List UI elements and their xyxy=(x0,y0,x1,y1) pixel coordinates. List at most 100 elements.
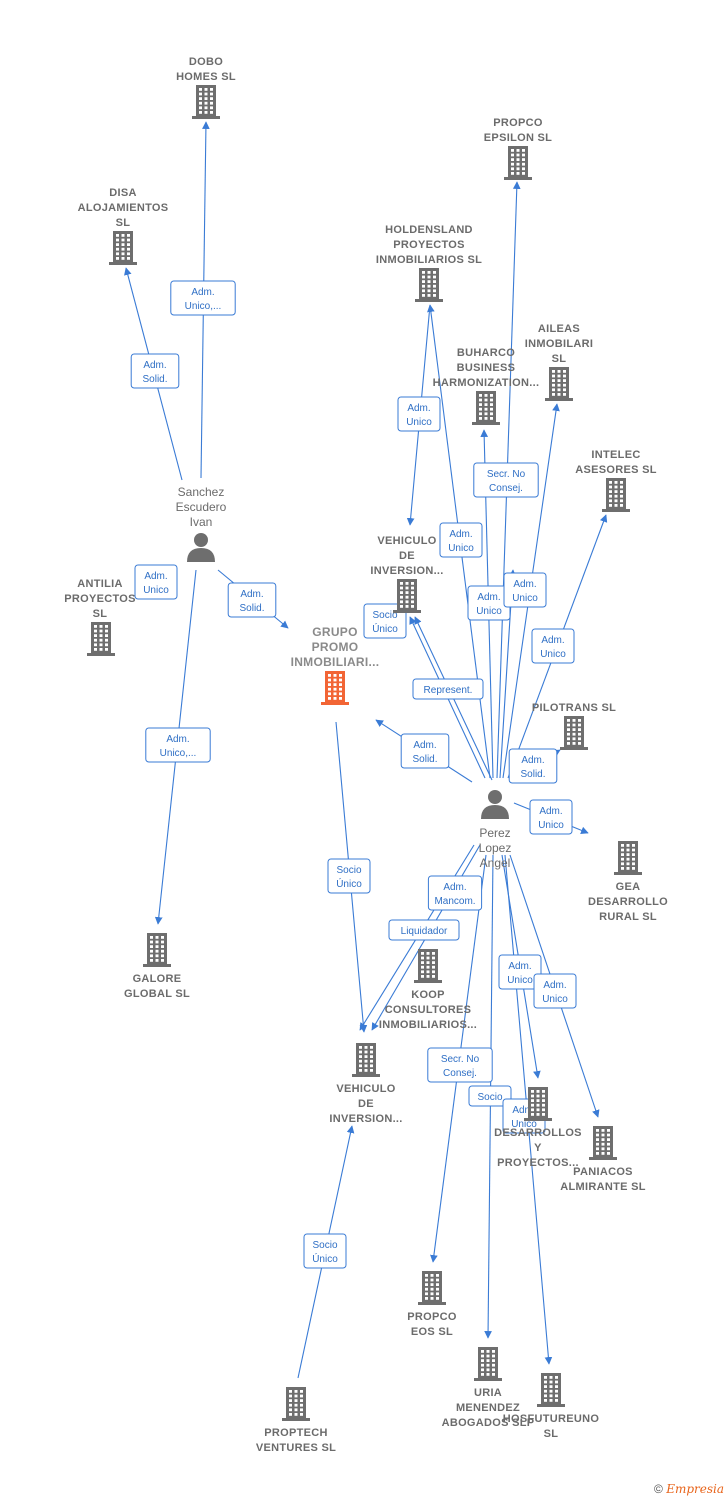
relation-label[interactable]: Adm.Solid. xyxy=(400,733,450,769)
company-node[interactable]: VEHICULODEINVERSION... xyxy=(370,535,443,613)
node-label: GALORE xyxy=(133,973,182,985)
node-label: VEHICULO xyxy=(377,535,436,547)
company-node[interactable]: VEHICULODEINVERSION... xyxy=(329,1043,402,1125)
relation-label[interactable]: Liquidador xyxy=(388,919,460,941)
relation-box xyxy=(533,973,577,1009)
company-node[interactable]: DESARROLLOSYPROYECTOS... xyxy=(494,1087,582,1169)
node-label: Ivan xyxy=(190,515,213,529)
company-node[interactable]: HOSFUTUREUNO SL xyxy=(503,1373,600,1440)
relation-label[interactable]: Adm.Mancom. xyxy=(427,875,483,911)
company-node[interactable]: PILOTRANS SL xyxy=(532,702,616,750)
node-label: CONSULTORES xyxy=(385,1004,472,1016)
relation-text: Unico,... xyxy=(160,748,197,759)
relation-text: Adm. xyxy=(407,403,430,414)
relation-text: Unico xyxy=(542,994,568,1005)
relation-box xyxy=(427,875,483,911)
node-label: PILOTRANS SL xyxy=(532,702,616,714)
relation-label[interactable]: Adm.Unico xyxy=(503,572,547,608)
node-label: AILEAS xyxy=(538,323,580,335)
node-label: HOSFUTUREUNO xyxy=(503,1413,600,1425)
node-label: GLOBAL SL xyxy=(124,988,190,1000)
relation-text: Secr. No xyxy=(441,1054,480,1065)
relation-label[interactable]: Adm.Unico,... xyxy=(170,280,236,316)
node-label: SL xyxy=(93,608,108,620)
building-icon xyxy=(472,391,500,425)
relation-labels-layer: Adm.Unico,...Adm.Solid.Adm.Solid.Adm.Uni… xyxy=(130,280,577,1269)
relation-text: Adm. xyxy=(191,287,214,298)
company-node[interactable]: BUHARCOBUSINESSHARMONIZATION... xyxy=(433,347,540,425)
relation-text: Adm. xyxy=(240,589,263,600)
relation-box xyxy=(227,582,277,618)
node-label: DESARROLLO xyxy=(588,896,668,908)
relation-text: Adm. xyxy=(513,579,536,590)
node-label: DOBO xyxy=(189,56,223,68)
building-icon xyxy=(418,1271,446,1305)
building-icon xyxy=(524,1087,552,1121)
relation-label[interactable]: Represent. xyxy=(412,678,484,700)
relation-box xyxy=(439,522,483,558)
relation-label[interactable]: Adm. Unico xyxy=(397,396,441,432)
company-node[interactable]: GALORE GLOBAL SL xyxy=(124,933,190,1000)
relation-label[interactable]: Adm.Unico xyxy=(531,628,575,664)
relation-label[interactable]: Adm. Solid. xyxy=(227,582,277,618)
relation-text: Unico xyxy=(511,1119,537,1130)
node-label: PROYECTOS xyxy=(64,593,136,605)
relation-label[interactable]: Adm.Solid. xyxy=(508,748,558,784)
building-icon xyxy=(143,933,171,967)
relation-text: Adm. xyxy=(443,882,466,893)
relation-box xyxy=(327,858,371,894)
relation-box xyxy=(134,564,178,600)
relation-text: Único xyxy=(336,877,362,890)
building-icon xyxy=(87,622,115,656)
relation-label[interactable]: Adm.Unico xyxy=(498,954,542,990)
relation-text: Único xyxy=(312,1252,338,1265)
relation-label[interactable]: Adm.Unico,... xyxy=(145,727,211,763)
relation-text: Adm. xyxy=(477,592,500,603)
node-label: HARMONIZATION... xyxy=(433,377,540,389)
relation-label[interactable]: Adm.Unico xyxy=(439,522,483,558)
relation-text: Solid. xyxy=(239,603,264,614)
relation-text: Consej. xyxy=(443,1068,477,1079)
node-label: PROMO xyxy=(312,640,359,654)
node-label: SL xyxy=(544,1428,559,1440)
relation-label[interactable]: Adm.Unico xyxy=(529,799,573,835)
company-node[interactable]: KOOPCONSULTORESINMOBILIARIOS... xyxy=(379,949,477,1031)
node-label: DESARROLLOS xyxy=(494,1127,582,1139)
relation-text: Adm. xyxy=(512,1105,535,1116)
node-label: Escudero xyxy=(176,500,227,514)
relation-label[interactable]: Adm.Unico xyxy=(467,585,511,621)
footer-brand[interactable]: © Empresia xyxy=(654,1482,724,1496)
main-company-node[interactable]: GRUPOPROMOINMOBILIARI... xyxy=(291,625,380,705)
node-label: Perez xyxy=(479,826,510,840)
company-node[interactable]: ANTILIA PROYECTOS SL xyxy=(64,578,136,656)
relation-label[interactable]: Socio xyxy=(468,1085,512,1107)
node-label: INMOBILIARIOS... xyxy=(379,1019,477,1031)
relation-label[interactable]: Adm.Unico xyxy=(533,973,577,1009)
relation-label[interactable]: Adm.Solid. xyxy=(130,353,180,389)
node-label: Lopez xyxy=(479,841,512,855)
relation-label[interactable]: Adm.Unico xyxy=(134,564,178,600)
node-label: ANTILIA xyxy=(77,578,122,590)
relation-text: Unico xyxy=(406,417,432,428)
relation-text: Solid. xyxy=(520,769,545,780)
relation-text: Liquidador xyxy=(401,926,448,937)
relation-label[interactable]: Secr. No Consej. xyxy=(427,1047,493,1083)
node-label: SL xyxy=(116,217,131,229)
